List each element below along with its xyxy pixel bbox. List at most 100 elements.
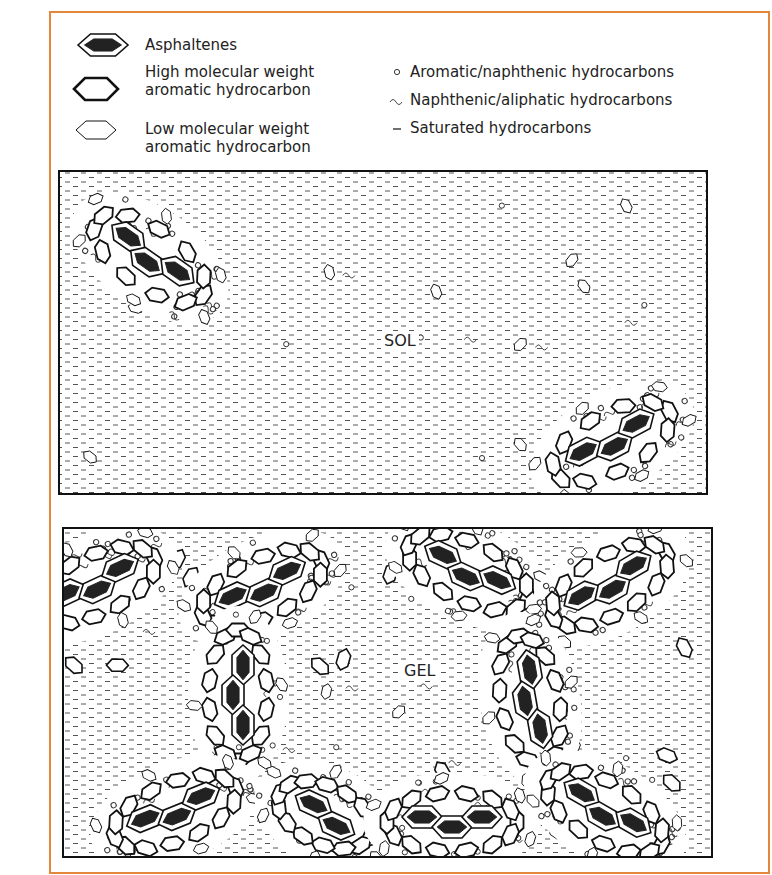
drawing-part	[217, 584, 249, 607]
hmw-hexagon	[553, 697, 567, 722]
hmw-hexagon	[314, 563, 327, 587]
lmw-hexagon	[186, 700, 203, 711]
aromatic-mark	[394, 69, 399, 74]
aromatic-mark	[246, 783, 253, 790]
lmw-hexagon	[562, 673, 580, 690]
lmw-hexagon	[214, 266, 227, 284]
lmw-hexagon	[273, 675, 289, 693]
hmw-hexagon	[655, 818, 670, 843]
drawing-part	[613, 404, 659, 442]
drawing-part	[227, 680, 239, 710]
aromatic-mark	[597, 764, 604, 771]
drawing-part	[298, 792, 330, 815]
aromatic-mark	[523, 564, 530, 571]
hmw-hexagon	[115, 208, 140, 224]
drawing-part	[97, 549, 143, 586]
asphaltene	[97, 549, 143, 586]
aromatic-mark	[418, 335, 423, 340]
naphthenic-mark	[535, 345, 547, 350]
hmw-hexagon	[276, 541, 302, 559]
drawing-part	[618, 553, 650, 578]
aromatic-mark	[628, 474, 635, 481]
drawing-part	[155, 251, 200, 292]
micelle	[502, 722, 709, 858]
hmw-hexagon	[604, 462, 631, 482]
frame	[50, 12, 769, 873]
drawing-part	[611, 803, 657, 842]
hmw-hexagon	[227, 789, 241, 814]
naphthenic-mark	[625, 320, 637, 325]
hmw-hexagon	[570, 555, 596, 581]
aromatic-mark	[153, 535, 160, 542]
micelle	[363, 771, 541, 858]
hmw-hexagon	[197, 589, 210, 613]
lmw-hexagon	[633, 468, 651, 484]
lmw-hexagon	[526, 455, 543, 473]
lmw-hexagon	[225, 544, 242, 562]
drawing-part	[162, 258, 193, 285]
drawing-part	[517, 685, 534, 716]
lmw-hexagon	[619, 197, 634, 215]
aromatic-mark	[624, 778, 631, 785]
hmw-hexagon	[133, 838, 160, 857]
drawing-part	[85, 39, 122, 51]
drawing-part	[467, 811, 497, 823]
hmw-hexagon	[62, 553, 83, 578]
drawing-part	[321, 814, 353, 837]
aromatic-mark	[400, 825, 405, 830]
lmw-hexagon	[81, 449, 99, 466]
lmw-hexagon	[672, 815, 682, 831]
lmw-hexagon	[197, 308, 211, 326]
hmw-hexagon	[210, 804, 233, 831]
drawing-part	[462, 806, 502, 828]
hmw-hexagon	[479, 832, 506, 857]
panel-label: SOL	[381, 331, 419, 350]
hmw-hexagon	[480, 540, 507, 565]
naphthenic-mark	[205, 301, 218, 312]
lmw-hexagon	[303, 527, 321, 544]
drawing-part	[185, 785, 217, 807]
aromatic-mark	[277, 694, 282, 699]
hmw-hexagon	[660, 418, 675, 443]
hmw-hexagon	[106, 659, 128, 671]
hmw-hexagon	[453, 785, 479, 803]
aromatic-mark	[93, 539, 100, 546]
hmw-hexagon	[201, 667, 219, 693]
hmw-hexagon	[572, 472, 598, 490]
drawing-part	[129, 807, 161, 829]
hmw-hexagon	[297, 578, 319, 605]
lmw-hexagon	[87, 192, 105, 206]
naphthenic-mark	[390, 100, 402, 105]
legend-text: Saturated hydrocarbons	[410, 119, 740, 137]
drawing-part	[363, 772, 541, 858]
aromatic-mark	[110, 802, 117, 809]
lmw-hexagon	[221, 753, 234, 771]
lmw-hexagon	[165, 558, 181, 576]
lmw-hexagon	[256, 806, 271, 824]
drawing-part	[620, 411, 652, 436]
lmw-hexagon	[680, 412, 698, 428]
aromatic-mark	[104, 847, 111, 854]
hmw-hexagon	[81, 608, 107, 626]
hmw-hexagon	[545, 667, 566, 694]
drawing-part	[437, 821, 467, 833]
hmw-hexagon	[257, 667, 275, 693]
naphthenic-mark	[343, 273, 355, 278]
aromatic-mark	[499, 203, 504, 208]
drawing-part	[510, 356, 708, 495]
hmw-hexagon	[674, 635, 695, 660]
aromatic-mark	[650, 777, 655, 782]
hmw-hexagon	[382, 796, 404, 823]
drawing-part	[526, 707, 555, 750]
asphaltene	[78, 34, 128, 56]
hmw-hexagon	[660, 771, 684, 795]
naphthenic-mark	[420, 684, 432, 689]
hmw-hexagon	[93, 238, 111, 264]
aromatic-mark	[334, 745, 339, 750]
aromatic-mark	[249, 539, 256, 546]
aromatic-mark	[391, 535, 398, 542]
aromatic-mark	[563, 463, 570, 470]
asphaltene	[178, 778, 223, 813]
hmw-hexagon	[520, 573, 533, 597]
